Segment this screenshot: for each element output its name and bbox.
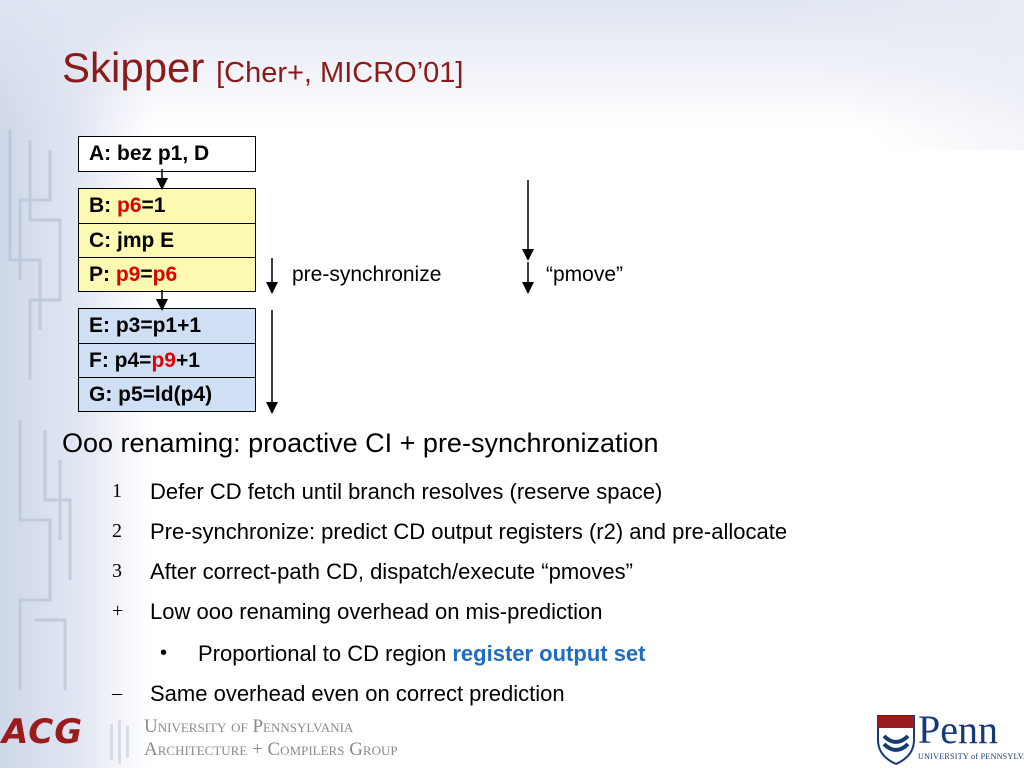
code-line: A: bez p1, D bbox=[79, 137, 255, 171]
footer-university-name: University of Pennsylvania bbox=[144, 716, 354, 737]
code-line: B: p6=1 bbox=[79, 189, 255, 223]
penn-shield-icon bbox=[877, 715, 915, 766]
code-line: P: p9=p6 bbox=[79, 257, 255, 291]
item-marker: + bbox=[112, 600, 124, 622]
code-line: C: jmp E bbox=[79, 223, 255, 257]
code-block-a: A: bez p1, D bbox=[78, 136, 256, 172]
item-text: Low ooo renaming overhead on mis-predict… bbox=[150, 599, 603, 624]
penn-subtitle: UNIVERSITY of PENNSYLVANIA bbox=[918, 752, 1024, 761]
code-line: F: p4=p9+1 bbox=[79, 343, 255, 377]
code-line: G: p5=ld(p4) bbox=[79, 377, 255, 411]
register-highlight: p9 bbox=[151, 349, 176, 372]
item-marker: 2 bbox=[112, 520, 122, 542]
code-text: P: bbox=[89, 263, 116, 286]
item-marker: – bbox=[112, 682, 122, 704]
code-text: +1 bbox=[175, 349, 200, 372]
code-text: A: bez p1, D bbox=[89, 142, 210, 165]
item-text: Pre-synchronize: predict CD output regis… bbox=[150, 519, 788, 544]
register-highlight: p6 bbox=[117, 194, 142, 217]
acg-logo-graphic bbox=[110, 720, 129, 764]
register-highlight: p9 bbox=[115, 263, 141, 286]
code-block-e: E: p3=p1+1 F: p4=p9+1 G: p5=ld(p4) bbox=[78, 308, 256, 412]
register-highlight: p6 bbox=[152, 263, 178, 286]
sub-item-plain-text: Proportional to CD region bbox=[198, 641, 453, 666]
bullet-heading: Ooo renaming: proactive CI + pre-synchro… bbox=[62, 428, 659, 458]
code-text: B: bbox=[89, 194, 117, 217]
label-pmove: “pmove” bbox=[546, 263, 624, 286]
code-text: E: p3=p1+1 bbox=[89, 314, 202, 337]
sub-item-text: Proportional to CD region register outpu… bbox=[198, 641, 646, 667]
code-line: E: p3=p1+1 bbox=[79, 309, 255, 343]
code-text: =1 bbox=[141, 194, 166, 217]
penn-wordmark: Penn bbox=[918, 707, 998, 752]
slide-title: Skipper [Cher+, MICRO’01] bbox=[62, 44, 463, 92]
sub-item-highlight: register output set bbox=[452, 641, 646, 666]
code-text: C: jmp E bbox=[89, 229, 175, 252]
code-text: F: p4= bbox=[89, 349, 152, 372]
code-text: = bbox=[140, 263, 153, 286]
label-pre-synchronize: pre-synchronize bbox=[292, 263, 442, 286]
item-text: After correct-path CD, dispatch/execute … bbox=[150, 559, 633, 584]
title-citation: [Cher+, MICRO’01] bbox=[216, 57, 464, 89]
code-text: G: p5=ld(p4) bbox=[89, 383, 213, 406]
circuit-pattern bbox=[8, 130, 72, 690]
item-text: Defer CD fetch until branch resolves (re… bbox=[150, 479, 663, 504]
title-main: Skipper bbox=[62, 44, 205, 91]
acg-logo: ACG bbox=[2, 712, 84, 752]
background-right-gradient bbox=[764, 0, 1024, 150]
item-text: Same overhead even on correct prediction bbox=[150, 681, 565, 706]
sub-item-marker: • bbox=[160, 642, 168, 664]
diagram-arrows bbox=[156, 169, 534, 414]
item-marker: 3 bbox=[112, 560, 122, 582]
footer-group-name: Architecture + Compilers Group bbox=[144, 739, 398, 760]
item-marker: 1 bbox=[112, 480, 122, 502]
